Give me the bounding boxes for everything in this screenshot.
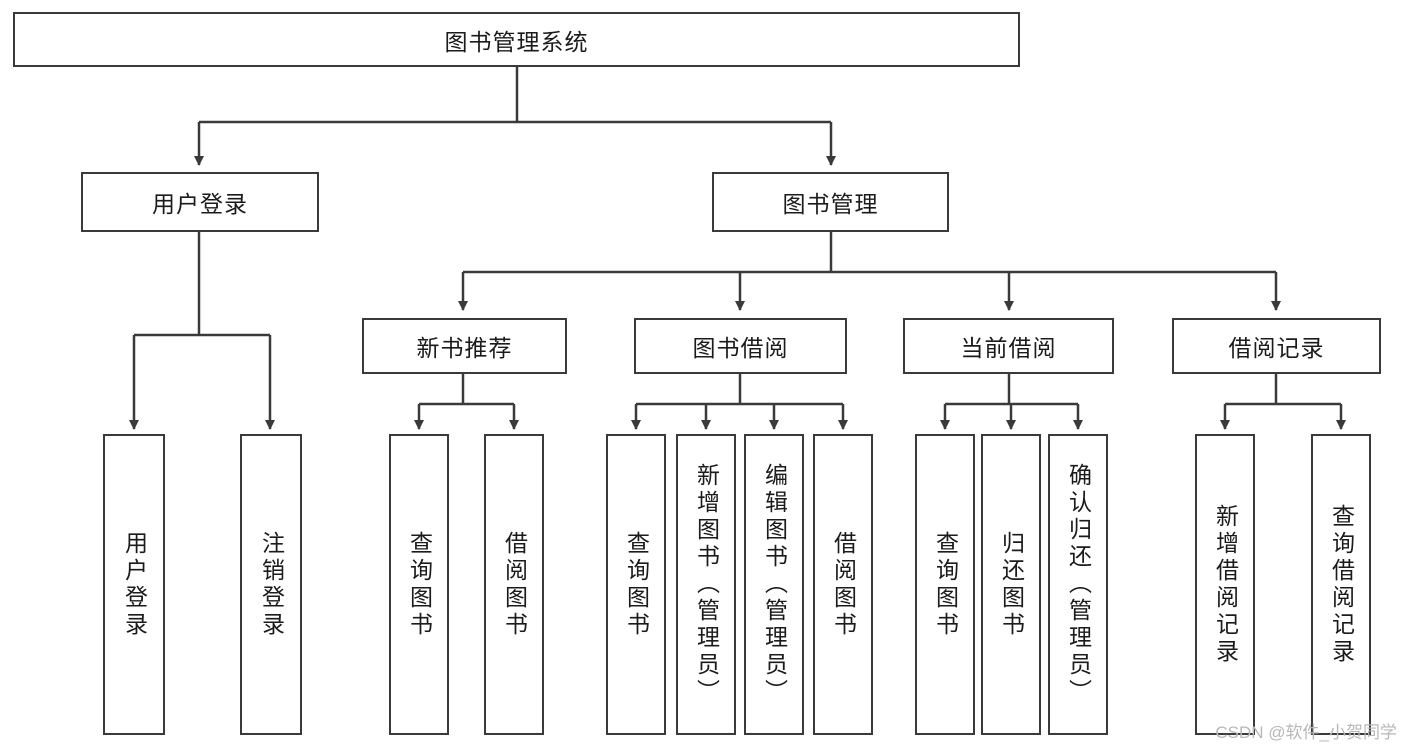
- node-leaf-borrow-book-1-label: 借阅图书: [501, 530, 528, 639]
- node-current-borrow-label: 当前借阅: [960, 335, 1057, 361]
- node-leaf-user-login-label: 用户登录: [121, 530, 148, 639]
- node-book-management-label: 图书管理: [782, 191, 879, 217]
- node-leaf-edit-book-label: 编辑图书（管理员）: [761, 463, 788, 706]
- node-leaf-query-book-1-label: 查询图书: [406, 530, 433, 639]
- node-leaf-query-record[interactable]: 查询借阅记录: [1311, 434, 1371, 735]
- node-new-book-recommend-label: 新书推荐: [416, 335, 513, 361]
- node-leaf-borrow-book-2[interactable]: 借阅图书: [813, 434, 873, 735]
- node-leaf-query-book-2-label: 查询图书: [623, 530, 650, 639]
- node-leaf-borrow-book-2-label: 借阅图书: [830, 530, 857, 639]
- node-user-login[interactable]: 用户登录: [81, 172, 319, 232]
- node-borrow-record-label: 借阅记录: [1228, 335, 1325, 361]
- node-leaf-logout-label: 注销登录: [258, 530, 285, 639]
- node-leaf-add-book-label: 新增图书（管理员）: [693, 463, 720, 706]
- node-leaf-add-book[interactable]: 新增图书（管理员）: [676, 434, 736, 735]
- node-leaf-edit-book[interactable]: 编辑图书（管理员）: [744, 434, 804, 735]
- node-root-label: 图书管理系统: [444, 28, 589, 55]
- node-leaf-query-book-2[interactable]: 查询图书: [606, 434, 666, 735]
- node-leaf-confirm-return[interactable]: 确认归还（管理员）: [1048, 434, 1108, 735]
- node-book-management[interactable]: 图书管理: [712, 172, 949, 232]
- node-current-borrow[interactable]: 当前借阅: [903, 318, 1114, 374]
- node-leaf-logout[interactable]: 注销登录: [240, 434, 302, 735]
- node-leaf-return-book[interactable]: 归还图书: [981, 434, 1041, 735]
- node-book-borrow[interactable]: 图书借阅: [634, 318, 847, 374]
- node-new-book-recommend[interactable]: 新书推荐: [362, 318, 567, 374]
- node-user-login-label: 用户登录: [152, 191, 248, 217]
- node-book-borrow-label: 图书借阅: [692, 335, 789, 361]
- node-leaf-add-record-label: 新增借阅记录: [1212, 503, 1239, 666]
- node-leaf-user-login[interactable]: 用户登录: [103, 434, 165, 735]
- node-leaf-borrow-book-1[interactable]: 借阅图书: [484, 434, 544, 735]
- node-leaf-add-record[interactable]: 新增借阅记录: [1195, 434, 1255, 735]
- node-leaf-query-book-3-label: 查询图书: [932, 530, 959, 639]
- node-borrow-record[interactable]: 借阅记录: [1172, 318, 1381, 374]
- node-leaf-query-book-1[interactable]: 查询图书: [389, 434, 449, 735]
- node-leaf-return-book-label: 归还图书: [998, 530, 1025, 639]
- node-leaf-query-record-label: 查询借阅记录: [1328, 503, 1355, 666]
- watermark: CSDN @软件_小贺同学: [1215, 723, 1397, 742]
- node-root[interactable]: 图书管理系统: [13, 12, 1020, 67]
- node-leaf-query-book-3[interactable]: 查询图书: [915, 434, 975, 735]
- node-leaf-confirm-return-label: 确认归还（管理员）: [1065, 463, 1092, 706]
